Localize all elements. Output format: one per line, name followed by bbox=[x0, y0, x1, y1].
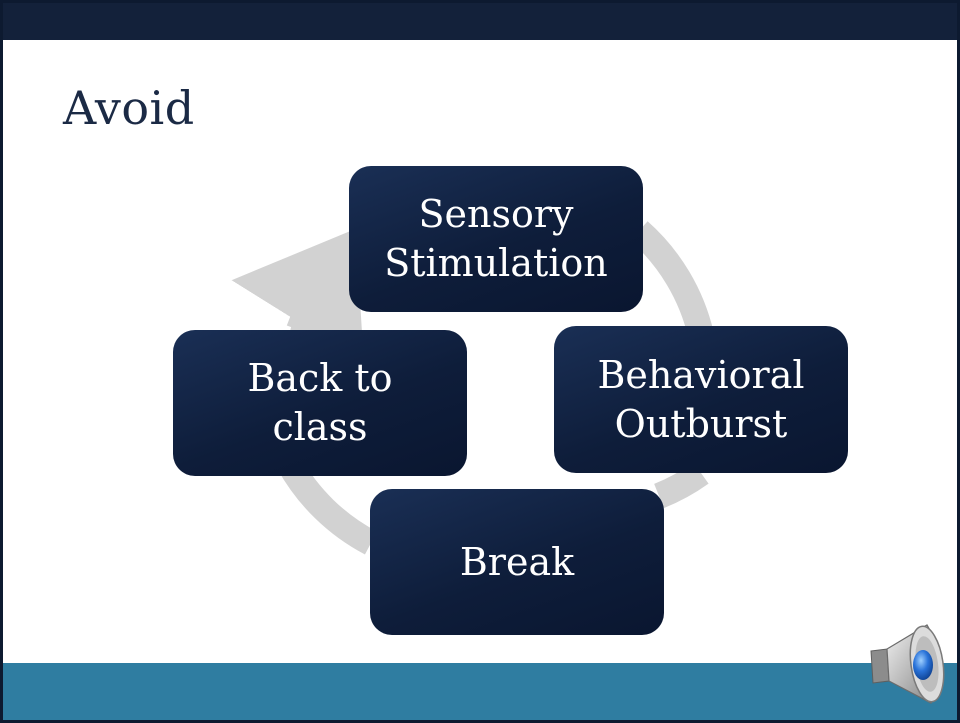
cycle-arrow bbox=[231, 221, 714, 555]
slide-title: Avoid bbox=[63, 81, 195, 135]
cycle-node-break: Break bbox=[370, 489, 664, 635]
node-label-line: Outburst bbox=[614, 401, 788, 446]
cycle-node-back-to-class: Back to class bbox=[173, 330, 467, 476]
node-label-line: Break bbox=[459, 539, 575, 584]
cycle-node-behavioral-outburst: Behavioral Outburst bbox=[554, 326, 848, 473]
node-label-line: Back to bbox=[247, 356, 393, 401]
cycle-node-sensory-stimulation: Sensory Stimulation bbox=[349, 166, 643, 312]
node-label-line: Sensory bbox=[418, 192, 574, 237]
node-label-line: class bbox=[272, 405, 368, 449]
bottom-banner bbox=[3, 663, 957, 720]
node-label-line: Behavioral bbox=[597, 352, 805, 397]
speaker-icon[interactable] bbox=[865, 619, 951, 707]
node-label-line: Stimulation bbox=[384, 241, 608, 285]
top-banner bbox=[3, 3, 957, 40]
